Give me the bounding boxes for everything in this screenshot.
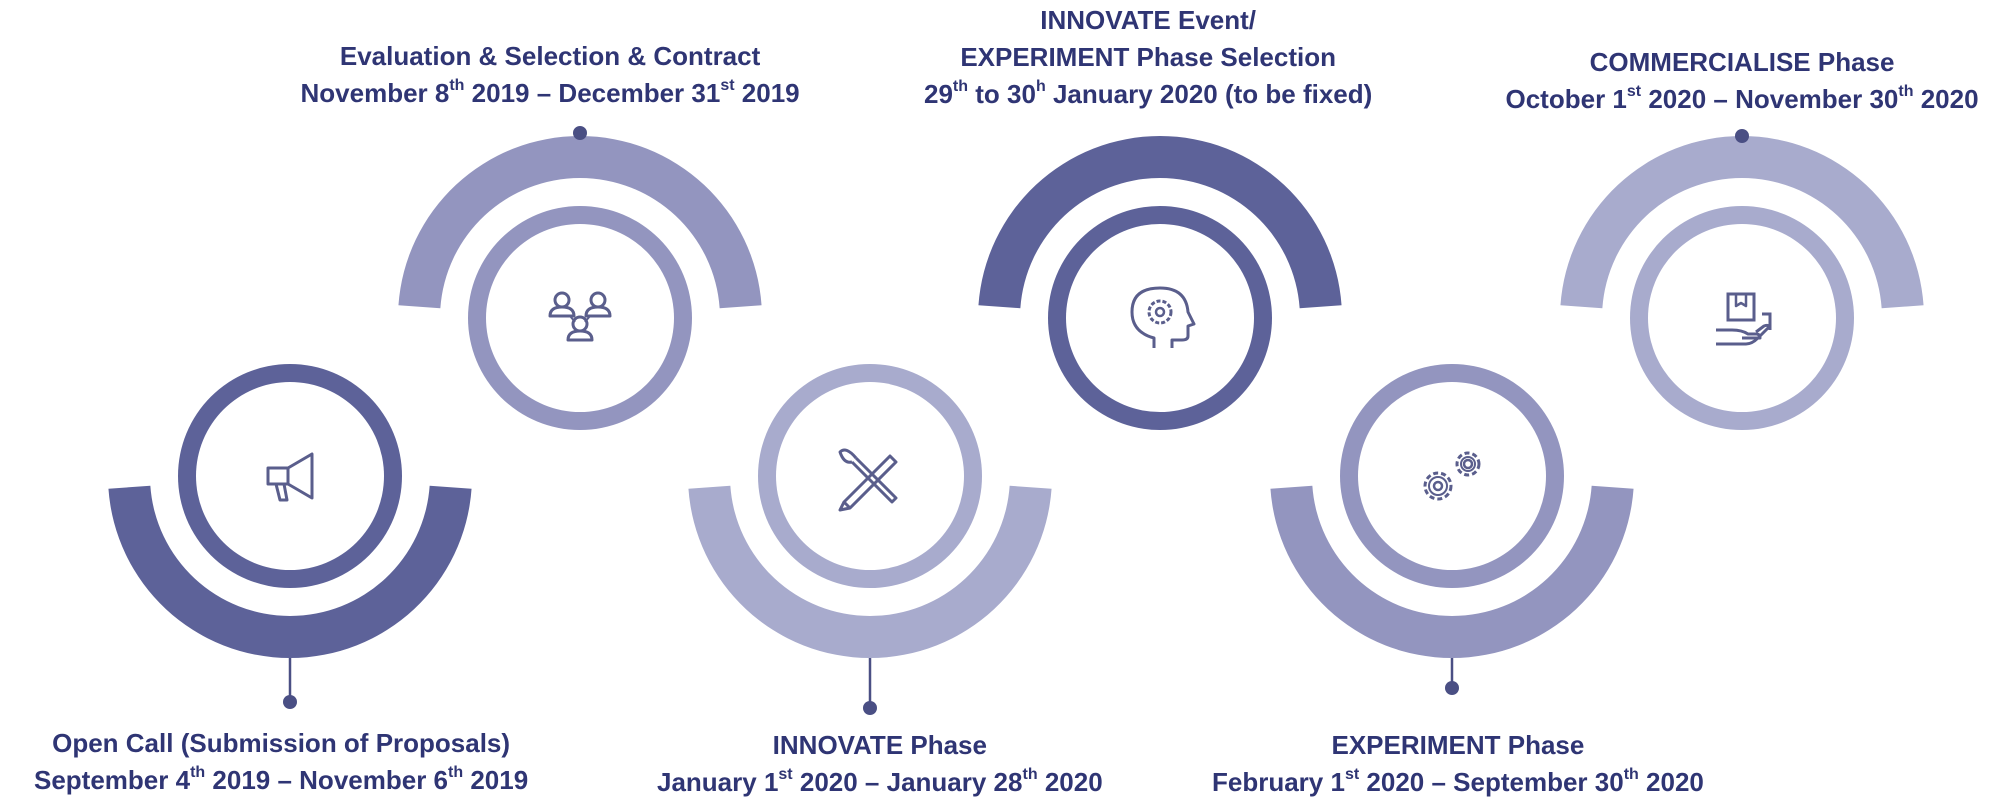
ordinal-suffix: th — [1898, 83, 1914, 101]
arc-band-commercialise-phase — [1560, 135, 1924, 309]
head-gear-icon — [1130, 286, 1196, 348]
arc-band-evaluation — [398, 135, 762, 309]
pen-brush-icon — [838, 448, 898, 512]
label-text: 2020 – January 28 — [792, 767, 1023, 797]
ordinal-suffix: th — [449, 77, 465, 95]
label-text: January 2020 (to be fixed) — [1045, 79, 1373, 109]
label-text: Evaluation & Selection & Contract — [339, 41, 761, 71]
icon-disc-open-call — [196, 382, 384, 570]
label-text: 2020 – September 30 — [1359, 767, 1624, 797]
label-text: 2019 — [734, 78, 800, 108]
team-icon — [548, 291, 612, 342]
label-text: November 8 — [300, 78, 450, 108]
milestone-label-line: EXPERIMENT Phase Selection — [924, 39, 1372, 76]
ordinal-suffix: st — [720, 77, 735, 95]
connector-dot-innovate-phase — [863, 701, 877, 715]
label-text: 2020 — [1037, 767, 1103, 797]
label-text: INNOVATE Phase — [772, 730, 987, 760]
arc-band-innovate-phase — [688, 485, 1052, 658]
label-text: COMMERCIALISE Phase — [1589, 47, 1895, 77]
label-text: EXPERIMENT Phase Selection — [960, 42, 1336, 72]
gears-icon — [1423, 451, 1481, 501]
label-text: EXPERIMENT Phase — [1331, 730, 1585, 760]
milestone-label-line: 29th to 30h January 2020 (to be fixed) — [924, 76, 1372, 113]
connector-dot-evaluation — [573, 126, 587, 140]
milestone-label-line: January 1st 2020 – January 28th 2020 — [657, 764, 1103, 801]
milestone-label-line: November 8th 2019 – December 31st 2019 — [301, 75, 800, 112]
ordinal-suffix: st — [778, 766, 793, 784]
ordinal-suffix: h — [1035, 78, 1046, 96]
label-text: 2020 – November 30 — [1641, 84, 1899, 114]
connector-dot-experiment-phase — [1445, 681, 1459, 695]
label-text: 2019 — [463, 765, 529, 795]
connector-dot-open-call — [283, 695, 297, 709]
label-text: October 1 — [1505, 84, 1627, 114]
ordinal-suffix: st — [1344, 766, 1360, 784]
milestone-label-line: INNOVATE Phase — [657, 727, 1103, 764]
milestone-innovate-phase — [688, 364, 1052, 715]
milestone-label-line: Open Call (Submission of Proposals) — [34, 725, 528, 762]
arc-band-innovate-event — [978, 136, 1342, 309]
label-text: 2019 – December 31 — [464, 78, 721, 108]
ordinal-suffix: th — [952, 78, 969, 96]
label-text: 2020 — [1913, 84, 1979, 114]
milestone-label-line: EXPERIMENT Phase — [1212, 727, 1704, 764]
label-text: 29 — [924, 79, 953, 109]
milestone-evaluation — [398, 126, 762, 430]
label-text: INNOVATE Event/ — [1040, 5, 1257, 35]
icon-disc-innovate-event — [1066, 224, 1254, 412]
milestone-label-line: Evaluation & Selection & Contract — [301, 38, 800, 75]
label-text: February 1 — [1212, 767, 1345, 797]
hand-box-icon — [1716, 292, 1772, 346]
label-text: September 4 — [34, 765, 191, 795]
megaphone-icon — [266, 452, 314, 502]
arc-band-experiment-phase — [1270, 485, 1634, 659]
milestone-label-innovate-event: INNOVATE Event/EXPERIMENT Phase Selectio… — [924, 2, 1372, 113]
label-text: 2020 — [1638, 767, 1704, 797]
milestone-open-call — [108, 364, 472, 709]
milestone-commercialise-phase — [1560, 129, 1924, 430]
milestone-label-open-call: Open Call (Submission of Proposals) Septe… — [34, 725, 528, 799]
connector-dot-commercialise-phase — [1735, 129, 1749, 143]
milestone-innovate-event — [978, 136, 1342, 430]
ordinal-suffix: th — [448, 764, 464, 782]
ordinal-suffix: th — [190, 764, 206, 782]
label-text: 2019 – November 6 — [205, 765, 448, 795]
milestone-experiment-phase — [1270, 364, 1634, 695]
milestone-label-line: February 1st 2020 – September 30th 2020 — [1212, 764, 1704, 801]
ordinal-suffix: th — [1623, 766, 1639, 784]
label-text: Open Call (Submission of Proposals) — [52, 728, 511, 758]
icon-disc-experiment-phase — [1358, 382, 1546, 570]
milestone-label-line: September 4th 2019 – November 6th 2019 — [34, 762, 528, 799]
milestone-label-line: COMMERCIALISE Phase — [1506, 44, 1979, 81]
label-text: to 30 — [968, 79, 1036, 109]
milestone-label-line: INNOVATE Event/ — [924, 2, 1372, 39]
label-text: January 1 — [657, 767, 779, 797]
arc-band-open-call — [108, 485, 472, 659]
icon-disc-commercialise-phase — [1648, 224, 1836, 412]
ordinal-suffix: th — [1022, 766, 1038, 784]
ordinal-suffix: st — [1626, 83, 1642, 101]
milestone-label-line: October 1st 2020 – November 30th 2020 — [1506, 81, 1979, 118]
